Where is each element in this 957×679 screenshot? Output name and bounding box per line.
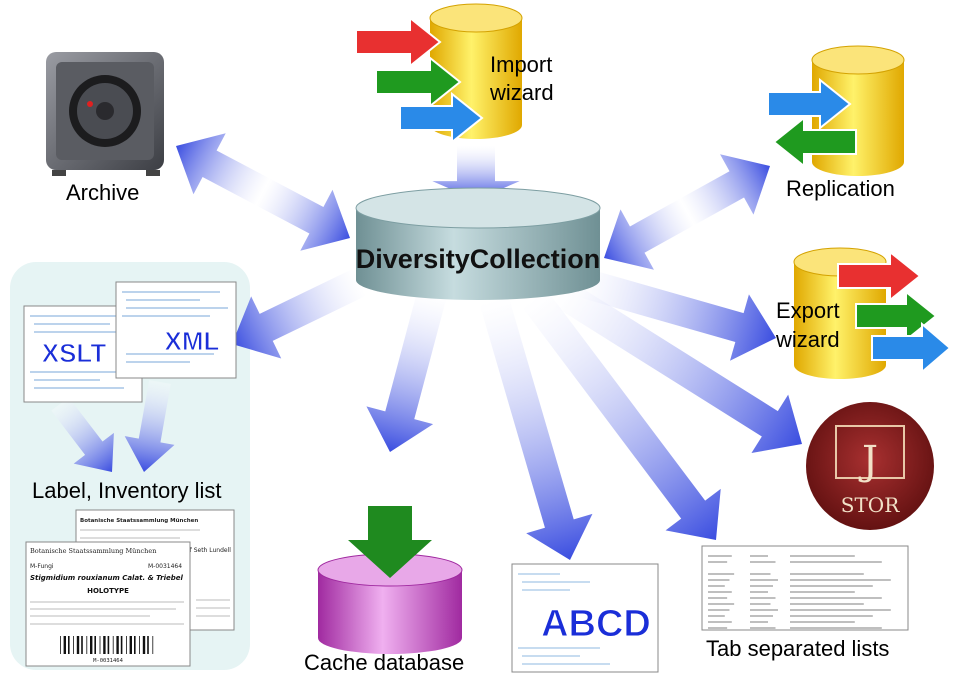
barcode-bar [68,636,70,654]
arrow-xslt-to-labels [51,397,114,472]
barcode-bar [134,636,136,654]
arrow-import-to-center [432,146,520,200]
barcode-bar [107,636,110,654]
arrow-center-to-cache [366,290,447,452]
barcode-bar [116,636,119,654]
barcode-bar [112,636,114,654]
cache-database-cylinder [317,553,463,654]
cache-download-arrow [348,506,432,578]
barcode-bar [63,636,66,654]
label-type-status: HOLOTYPE [87,587,129,595]
barcode-bar [81,636,83,654]
arrow-archive-center [176,133,350,251]
jstor-mark: J [858,438,878,484]
label-species: Stigmidium rouxianum Calat. & Triebel [30,574,184,582]
label-institution: Botanische Staatssammlung München [30,547,156,555]
arrow-xml-to-labels [124,380,175,472]
arrow-center-to-abcd [479,295,593,560]
xml-document: XML [115,281,237,379]
barcode-bar [76,636,80,654]
barcode-bar [90,636,93,654]
tab-separated-document [701,545,909,631]
arrow-center-to-jstor [552,279,802,454]
flow-arrows [51,133,802,560]
import-label-1: Import [490,52,553,77]
barcode-text: M-0031464 [93,658,123,664]
barcode [60,636,154,654]
replication-label: Replication [786,176,895,201]
replication-arrows [767,77,857,169]
label-list-label: Label, Inventory list [32,478,222,503]
arrow-center-to-tab-lists [522,288,721,540]
export-label-1: Export [776,298,840,323]
barcode-bar [94,636,96,654]
back-label-subtitle: of Seth Lundell [186,547,231,554]
tab-lists-label: Tab separated lists [706,636,890,661]
abcd-label: ABCD [541,603,651,645]
barcode-bar [60,636,61,654]
xslt-label: XSLT [42,338,107,368]
export-arrows [837,249,952,375]
archive-label: Archive [66,180,140,205]
jstor-label: STOR [841,493,900,517]
barcode-bar [152,636,154,654]
barcode-bar [86,636,88,654]
xml-label: XML [165,326,220,356]
jstor-logo: J STOR [806,402,934,530]
cache-label: Cache database [304,650,465,675]
barcode-bar [103,636,106,654]
barcode-bar [139,636,140,654]
import-label-2: wizard [490,80,554,105]
barcode-bar [129,636,132,654]
back-label-title: Botanische Staatssammlung München [80,518,198,524]
label-fungi-id: M-Fungi [30,563,54,570]
center-label: DiversityCollection [356,244,601,274]
diversitycollection-database: DiversityCollection [355,187,601,300]
barcode-bar [73,636,74,654]
barcode-bar [99,636,101,654]
export-label-2: wizard [776,327,840,352]
archive-safe-icon [46,52,164,176]
arrow-center-to-xml [232,268,367,359]
barcode-bar [126,636,127,654]
label-number: M-0031464 [148,563,182,570]
abcd-document: ABCD [511,563,659,673]
arrow-center-to-export [575,267,776,361]
barcode-bar [120,636,123,654]
specimen-label-front: Botanische Staatssammlung München M-Fung… [25,541,191,667]
arrow-replication-center [604,154,770,270]
barcode-bar [142,636,146,654]
import-arrows [355,15,484,145]
tab-rows [708,555,891,629]
barcode-bar [147,636,149,654]
